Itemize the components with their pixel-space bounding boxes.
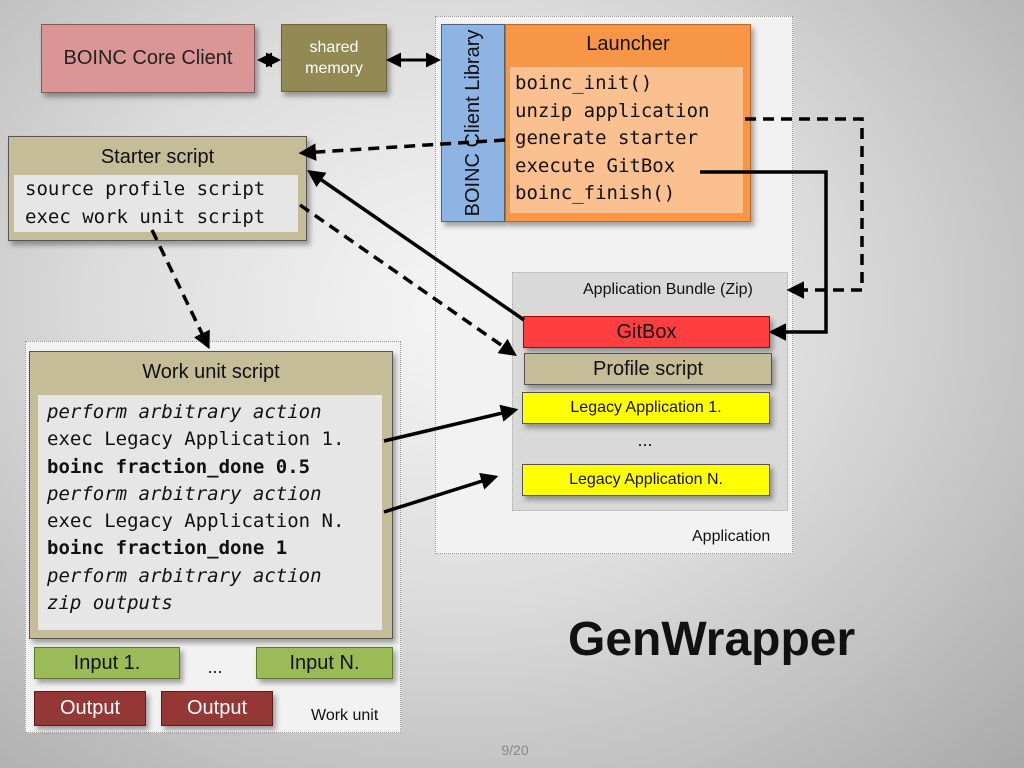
shared-memory-line1: shared <box>309 39 359 56</box>
input-n-label: Input N. <box>289 651 360 674</box>
gitbox-box: GitBox <box>523 316 770 348</box>
gitbox-label: GitBox <box>616 320 677 343</box>
profile-script-box: Profile script <box>524 353 772 385</box>
starter-script-code-block: source profile script exec work unit scr… <box>14 175 298 232</box>
starter-script-title: Starter script <box>100 146 215 168</box>
launcher-line: generate starter <box>515 127 699 149</box>
input-1-label: Input 1. <box>73 651 141 674</box>
work-unit-script-code-block: perform arbitrary action exec Legacy App… <box>38 395 382 630</box>
launcher-line: execute GitBox <box>515 154 676 177</box>
work-unit-script-title: Work unit script <box>142 361 280 383</box>
legacy-application-n-label: Legacy Application N. <box>569 471 723 488</box>
work-unit-line: exec Legacy Application 1. <box>47 428 345 451</box>
input-n-box: Input N. <box>256 647 393 679</box>
input-1-box: Input 1. <box>34 647 180 679</box>
launcher-line: unzip application <box>515 99 710 122</box>
work-unit-label: Work unit <box>311 707 379 724</box>
work-unit-line: perform arbitrary action <box>47 564 322 587</box>
boinc-core-client-box: BOINC Core Client <box>41 24 255 93</box>
legacy-ellipsis: ... <box>637 430 653 450</box>
output-2-label: Output <box>186 697 248 719</box>
page-number: 9/20 <box>501 742 529 758</box>
output-1-box: Output <box>34 691 146 726</box>
legacy-application-n-box: Legacy Application N. <box>522 464 770 496</box>
legacy-application-1-box: Legacy Application 1. <box>522 392 770 424</box>
output-2-box: Output <box>161 691 273 726</box>
shared-memory-box: shared memory <box>281 24 387 92</box>
launcher-title: Launcher <box>586 33 670 55</box>
launcher-code-block: boinc_init() unzip application generate … <box>510 67 743 213</box>
launcher-line: boinc_init() <box>515 72 653 94</box>
boinc-client-library-label: BOINC Client Library <box>462 29 484 217</box>
work-unit-line: exec Legacy Application N. <box>47 510 345 533</box>
input-ellipsis: ... <box>207 657 223 677</box>
work-unit-line: zip outputs <box>47 592 173 615</box>
work-unit-line: boinc fraction_done 0.5 <box>47 455 311 478</box>
shared-memory-line2: memory <box>305 60 363 77</box>
boinc-client-library-box: BOINC Client Library <box>441 24 505 222</box>
application-label: Application <box>692 528 771 545</box>
work-unit-line: perform arbitrary action <box>47 482 322 505</box>
starter-script-line: source profile script <box>25 178 266 200</box>
starter-script-line: exec work unit script <box>25 205 266 228</box>
legacy-application-1-label: Legacy Application 1. <box>570 399 722 416</box>
profile-script-label: Profile script <box>592 357 704 380</box>
launcher-line: boinc_finish() <box>515 182 676 204</box>
slide-title: GenWrapper <box>568 613 856 666</box>
application-bundle-label: Application Bundle (Zip) <box>583 281 753 298</box>
work-unit-line: boinc fraction_done 1 <box>47 537 288 560</box>
output-1-label: Output <box>59 697 121 719</box>
work-unit-line: perform arbitrary action <box>47 401 322 423</box>
boinc-core-client-label: BOINC Core Client <box>63 47 233 69</box>
exec-work-unit-arrow <box>150 229 210 350</box>
